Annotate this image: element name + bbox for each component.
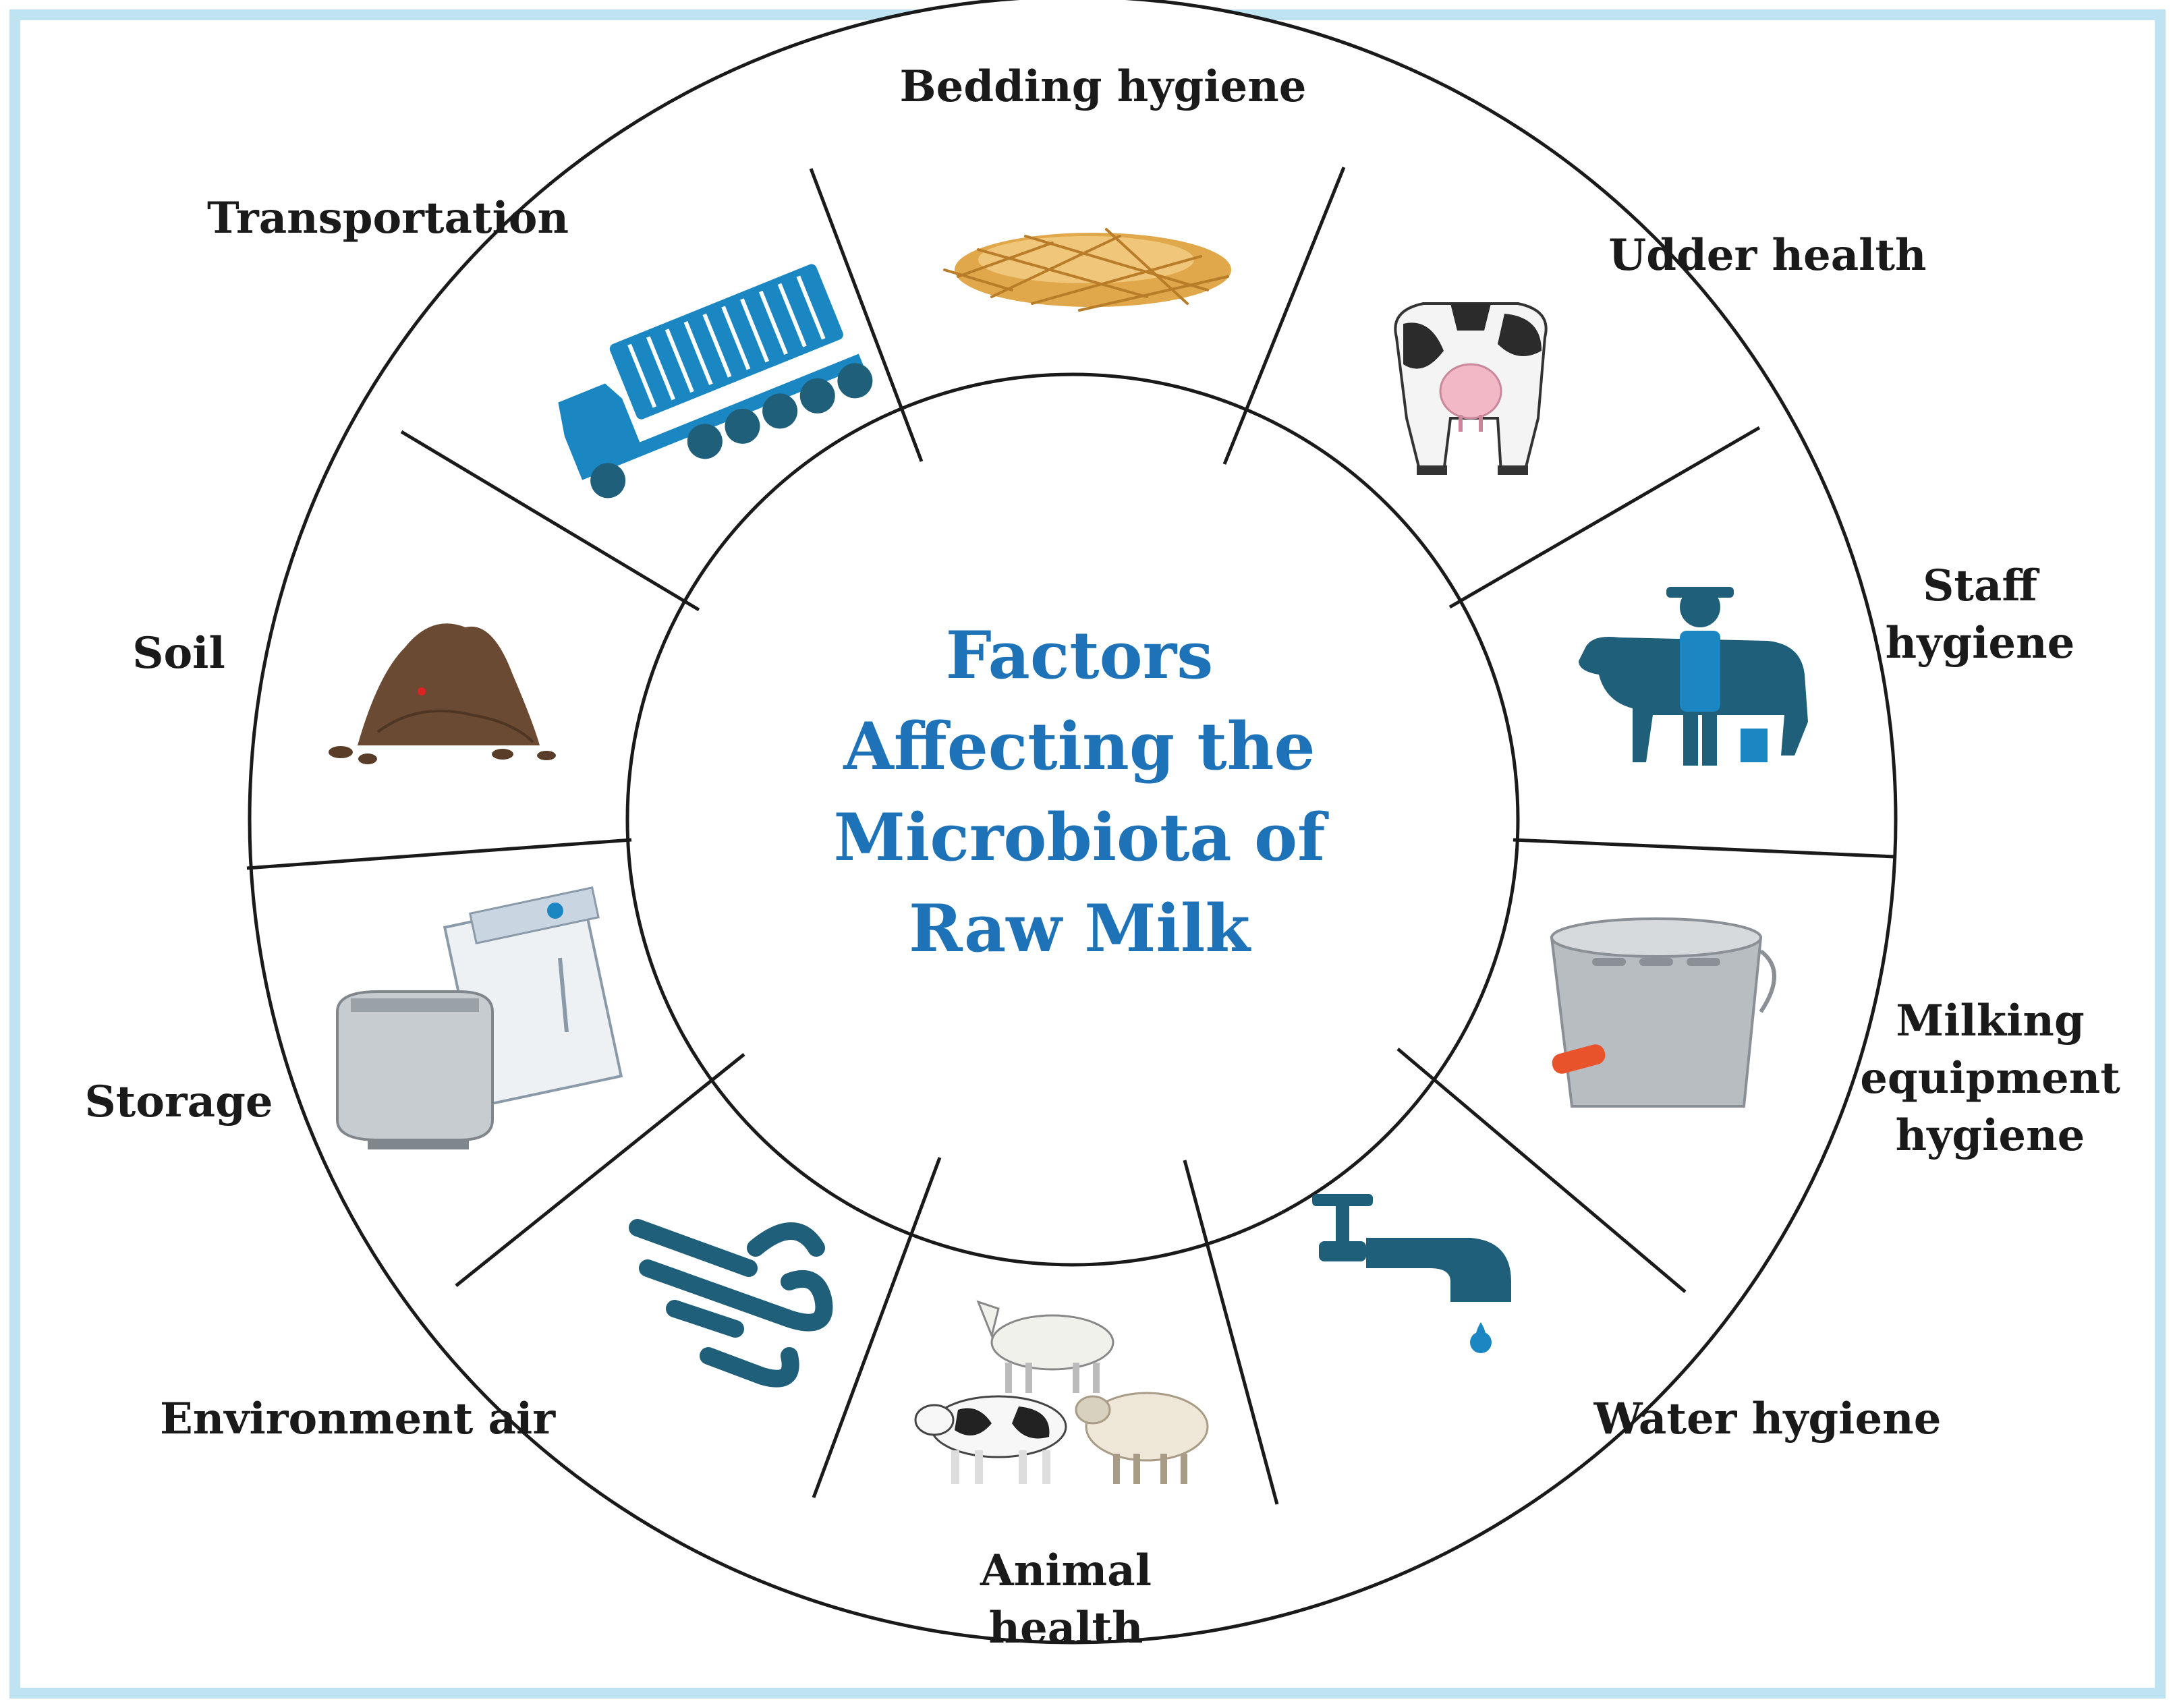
center-title-line: Raw Milk <box>909 890 1251 967</box>
inner-ring <box>625 372 1520 1267</box>
sector-dividers <box>246 167 1895 1505</box>
divider <box>1396 1048 1687 1293</box>
factor-label-animal-health: Animal <box>980 1545 1152 1596</box>
factor-label-soil: Soil <box>132 628 225 679</box>
factor-label-staff-hygiene: hygiene <box>1886 618 2075 668</box>
factor-label-bedding-hygiene: Bedding hygiene <box>900 61 1307 112</box>
cow-udder-icon <box>1394 302 1548 475</box>
factor-label-udder-health: Udder health <box>1608 230 1926 281</box>
factor-label-milking-equipment-hygiene: equipment <box>1860 1053 2120 1104</box>
divider <box>812 1157 942 1498</box>
divider <box>1513 838 1895 859</box>
divider <box>809 168 924 462</box>
center-title-line: Microbiota of <box>834 799 1329 876</box>
wind-icon <box>629 1219 833 1388</box>
divider <box>455 1053 745 1287</box>
factor-label-milking-equipment-hygiene: Milking <box>1896 996 2084 1046</box>
center-title-line: Affecting the <box>843 708 1315 785</box>
factor-label-environment-air: Environment air <box>160 1394 556 1444</box>
center-title-line: Factors <box>946 617 1214 693</box>
center-title: Factors Affecting the Microbiota of Raw … <box>834 617 1329 967</box>
storage-tanks-icon <box>336 886 623 1149</box>
truck-icon <box>558 264 873 499</box>
straw-bedding-icon <box>943 228 1231 312</box>
water-tap-icon <box>1312 1194 1511 1353</box>
farmer-with-cow-icon <box>1579 587 1808 766</box>
factor-label-transportation: Transportation <box>207 193 569 244</box>
factor-label-water-hygiene: Water hygiene <box>1593 1394 1942 1444</box>
milk-bucket-icon <box>1550 917 1776 1108</box>
factor-label-milking-equipment-hygiene: hygiene <box>1896 1110 2085 1161</box>
factor-label-storage: Storage <box>84 1077 273 1127</box>
divider <box>400 430 700 612</box>
divider <box>1222 167 1346 465</box>
soil-pile-icon <box>329 623 556 764</box>
factor-label-animal-health: health <box>988 1603 1143 1653</box>
divider <box>1183 1160 1279 1505</box>
divider <box>246 838 632 870</box>
divider <box>1448 426 1761 609</box>
factor-label-staff-hygiene: Staff <box>1923 561 2039 611</box>
goat-cow-sheep-icon <box>914 1300 1209 1484</box>
